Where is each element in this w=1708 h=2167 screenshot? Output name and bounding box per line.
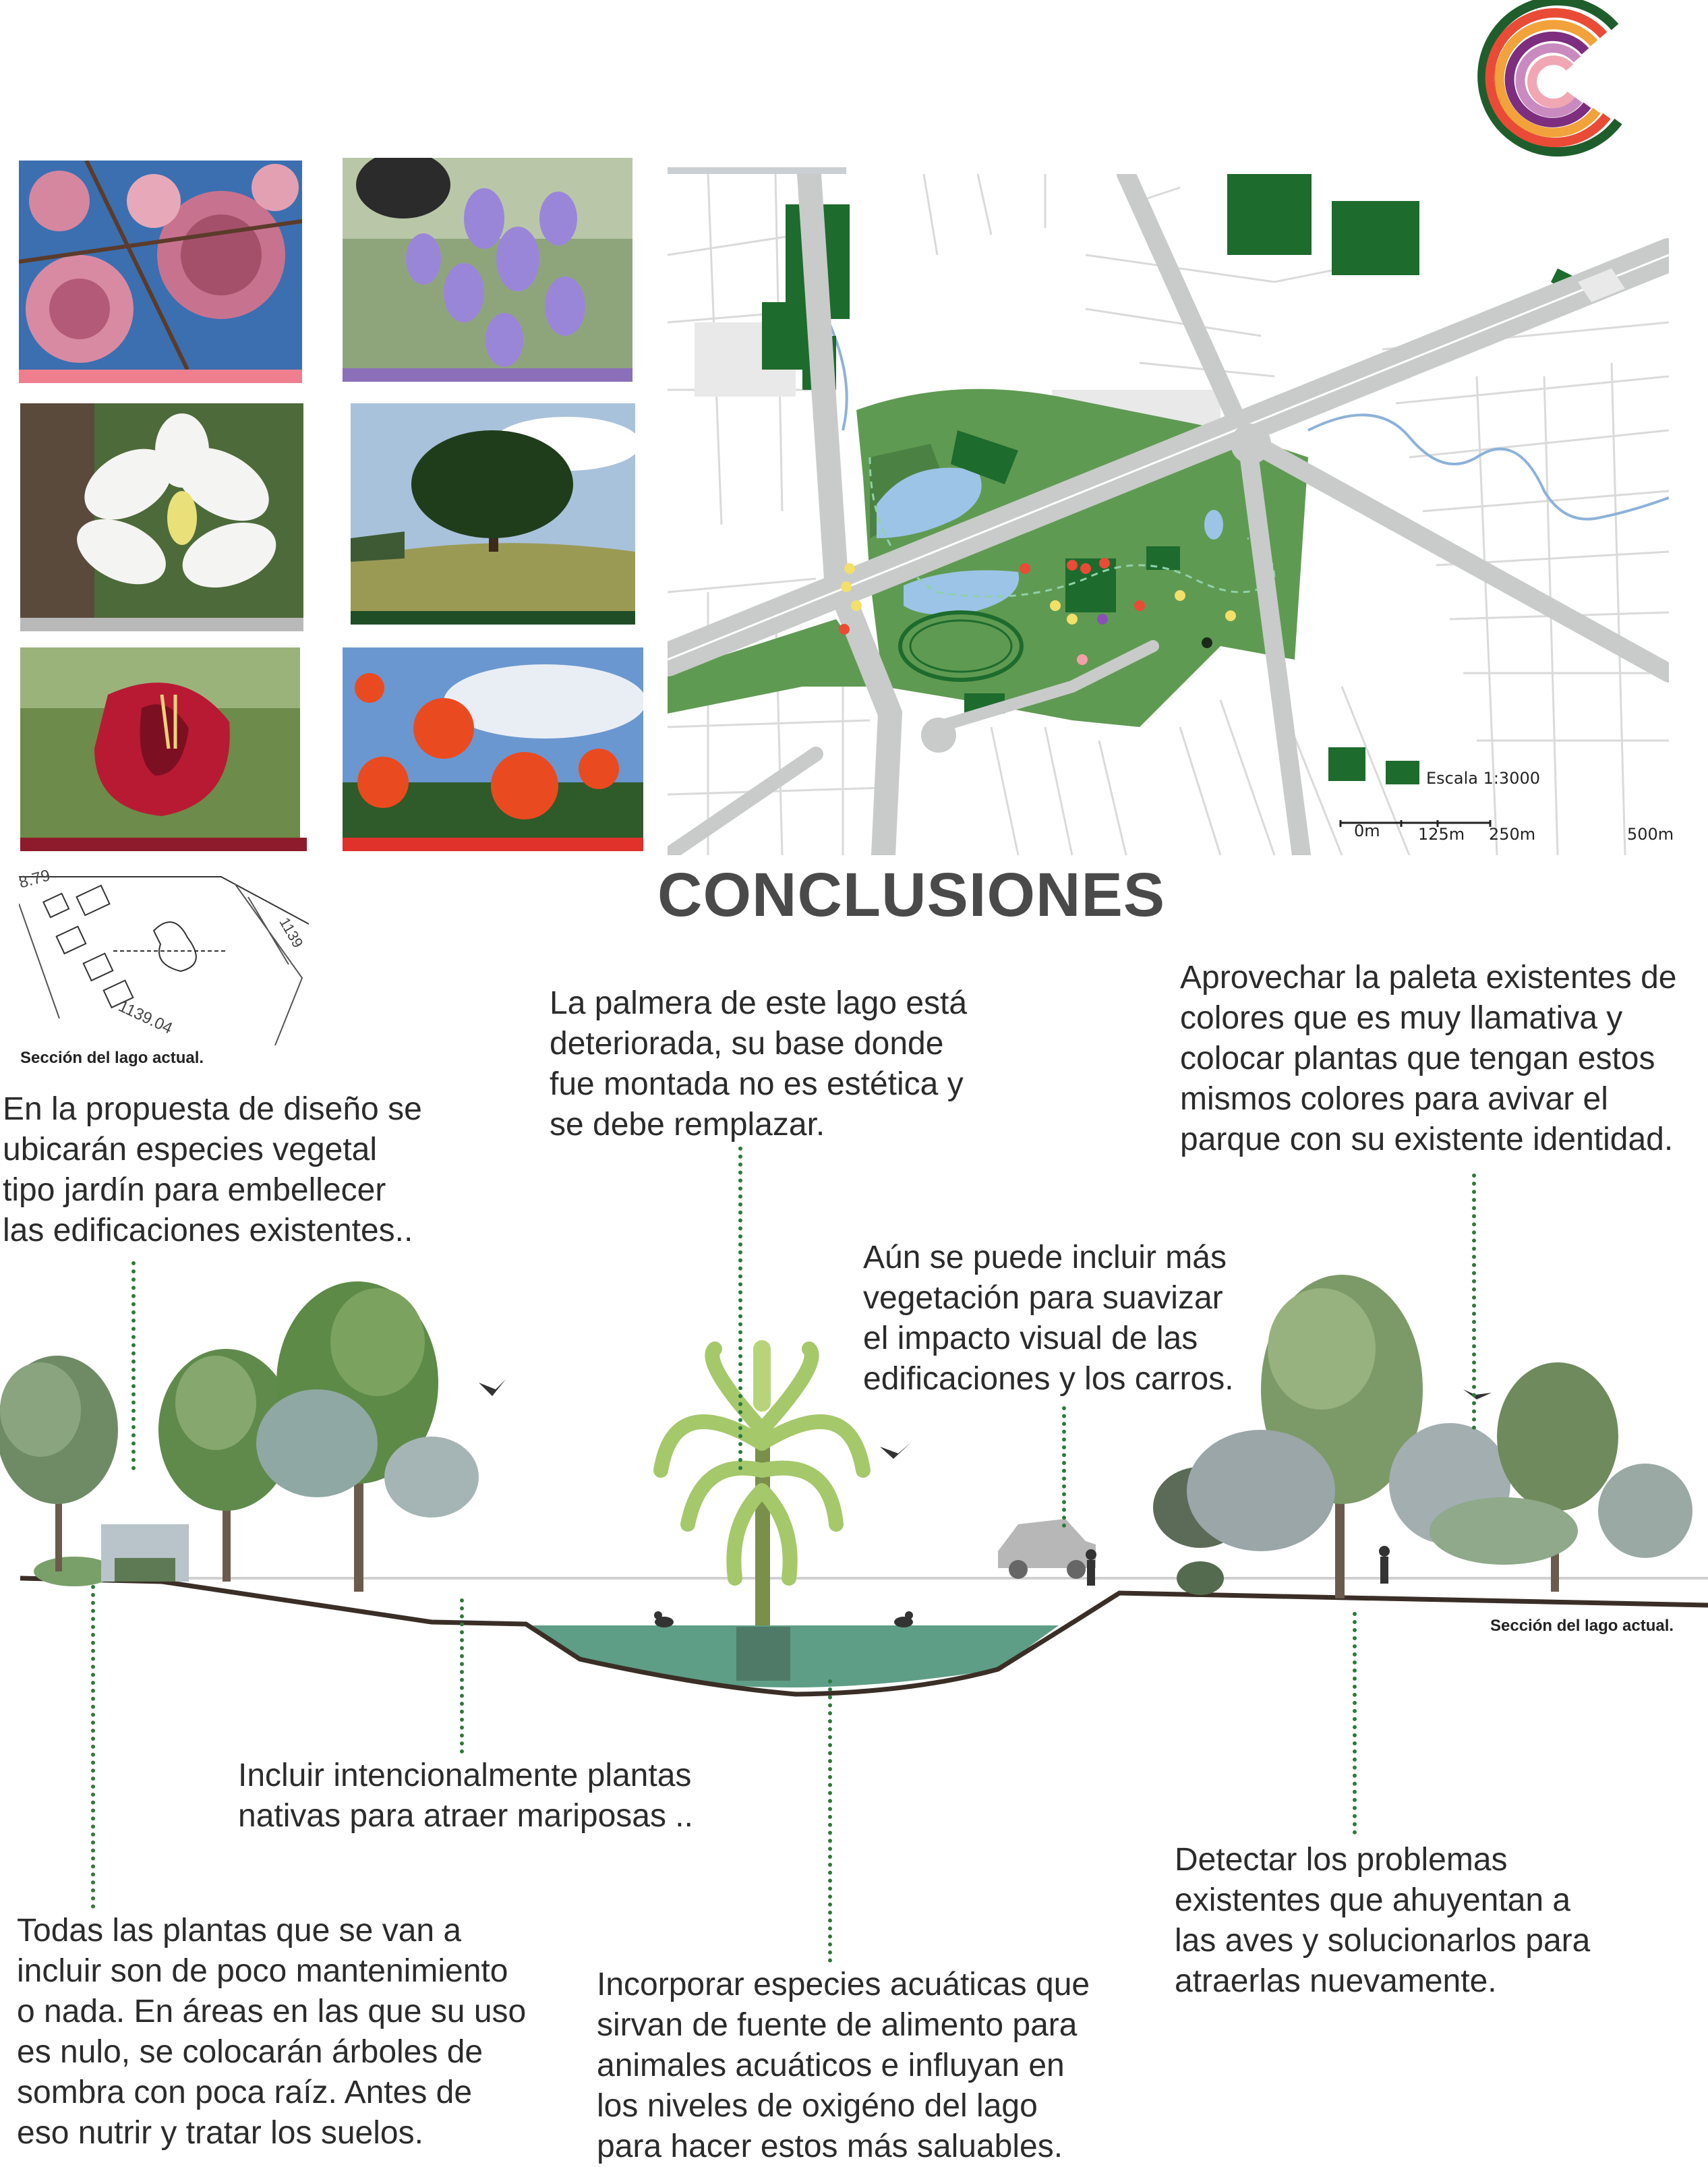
lake-cross-section bbox=[0, 1268, 1708, 1713]
color-band-red bbox=[343, 838, 643, 851]
photo-red-bell-flower bbox=[20, 647, 300, 838]
note-maintenance: Todas las plantas que se van a incluir s… bbox=[17, 1913, 527, 2151]
plan-section-label: Sección del lago actual. bbox=[20, 1049, 204, 1067]
note-palette: Aprovechar la paleta existentes de color… bbox=[1180, 960, 1677, 1157]
page-title: CONCLUSIONES bbox=[657, 861, 1166, 929]
lake-plan-drawing: 8.79 1139.04 1139 bbox=[17, 866, 310, 1046]
photo-orange-tulip-tree bbox=[343, 647, 643, 838]
color-band-gray bbox=[20, 618, 303, 631]
leader-butterflies bbox=[460, 1598, 464, 1754]
map-scale-tick-3: 500m bbox=[1627, 825, 1674, 844]
leader-maintenance bbox=[91, 1585, 95, 1909]
map-scale-tick-1: 125m bbox=[1418, 825, 1465, 844]
note-aquatic: Incorporar especies acuáticas que sirvan… bbox=[597, 1967, 1090, 2164]
note-design-proposal: En la propuesta de diseño se ubicarán es… bbox=[3, 1091, 422, 1248]
logo bbox=[1463, 0, 1639, 169]
car-icon bbox=[998, 1519, 1096, 1579]
note-vegetation: Aún se puede incluir más vegetación para… bbox=[863, 1240, 1234, 1397]
leader-birds bbox=[1353, 1612, 1357, 1834]
site-map: Escala 1:3000 0m 125m 250m 500m bbox=[651, 162, 1686, 867]
map-scale-tick-0: 0m bbox=[1354, 821, 1380, 840]
leader-vegetation bbox=[1062, 1406, 1066, 1528]
photo-white-orchid bbox=[20, 403, 303, 618]
map-scale-label: Escala 1:3000 bbox=[1426, 769, 1541, 788]
note-butterflies: Incluir intencionalmente plantas nativas… bbox=[238, 1758, 693, 1834]
photo-pink-flower bbox=[19, 161, 302, 370]
note-palm: La palmera de este lago está deteriorada… bbox=[550, 985, 968, 1143]
color-band-purple bbox=[343, 368, 632, 382]
photo-purple-flower bbox=[343, 158, 632, 368]
color-band-darkgreen bbox=[351, 611, 635, 625]
leader-design-proposal bbox=[131, 1261, 136, 1470]
note-birds: Detectar los problemas existentes que ah… bbox=[1175, 1842, 1591, 1999]
color-band-pink bbox=[19, 370, 302, 383]
leader-palette bbox=[1472, 1174, 1476, 1430]
color-band-maroon bbox=[20, 838, 307, 851]
map-scale-tick-2: 250m bbox=[1489, 825, 1536, 844]
duck-icon bbox=[654, 1611, 913, 1627]
bird-icon bbox=[479, 1379, 1492, 1459]
photo-shade-tree bbox=[351, 403, 635, 611]
leader-palm bbox=[738, 1147, 742, 1470]
profile-section-label: Sección del lago actual. bbox=[1490, 1617, 1674, 1635]
leader-aquatic bbox=[828, 1679, 832, 1963]
